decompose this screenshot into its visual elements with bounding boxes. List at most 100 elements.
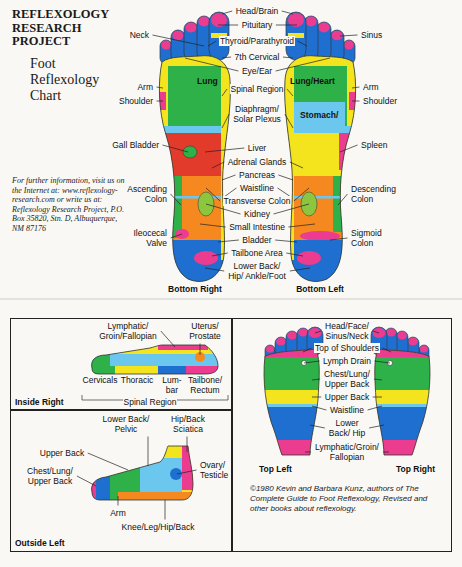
sole-foot-left bbox=[285, 56, 356, 282]
leader-line bbox=[212, 253, 228, 256]
leader-line bbox=[222, 57, 231, 58]
reflex-zone bbox=[88, 440, 110, 505]
toe bbox=[298, 329, 308, 337]
part-label: Head/Face/ Sinus/Neck bbox=[324, 321, 371, 341]
toe bbox=[373, 328, 386, 338]
leader-line bbox=[303, 348, 312, 352]
sole-foot-left bbox=[270, 12, 375, 300]
reflex-zone bbox=[88, 340, 223, 354]
part-label: Tailbone/ Rectum bbox=[186, 375, 223, 395]
reflex-zone bbox=[140, 458, 182, 492]
leader-line bbox=[171, 194, 182, 205]
toe bbox=[309, 328, 322, 338]
reflex-zone bbox=[194, 251, 218, 265]
leader-line bbox=[312, 379, 320, 380]
view-label: Top Right bbox=[395, 464, 436, 474]
part-label: Sigmoid Colon bbox=[350, 228, 384, 248]
part-label: Gall Bladder bbox=[111, 140, 160, 150]
part-label: Ovary/ Testicle bbox=[199, 460, 230, 480]
part-label: Head/Brain bbox=[235, 6, 280, 16]
outside-foot bbox=[92, 446, 193, 500]
leader-line bbox=[157, 101, 164, 102]
leader-line bbox=[298, 41, 307, 46]
toe bbox=[386, 329, 396, 337]
part-label: Small Intestine bbox=[228, 222, 286, 232]
part-label: Arm bbox=[136, 82, 154, 92]
part-label: Arm bbox=[362, 82, 380, 92]
reflex-zone bbox=[88, 340, 223, 380]
part-label: Transverse Colon bbox=[223, 196, 292, 206]
card-ground bbox=[0, 300, 462, 567]
part-label: Lower Back/ Pelvic bbox=[101, 414, 150, 434]
leader-line bbox=[294, 188, 309, 201]
leader-line bbox=[275, 240, 297, 242]
chart-title: REFLEXOLOGY RESEARCH PROJECT bbox=[12, 8, 110, 49]
toe bbox=[397, 332, 407, 340]
chart-subtitle: Foot Reflexology Chart bbox=[30, 56, 100, 104]
leader-line bbox=[187, 437, 188, 453]
sole-foot-right bbox=[159, 56, 230, 282]
leader-line bbox=[373, 397, 382, 398]
part-label: Ileocecal Valve bbox=[131, 228, 168, 248]
part-label: Knee/Leg/Hip/Back bbox=[121, 522, 196, 532]
view-label: Top Left bbox=[258, 464, 293, 474]
toe bbox=[266, 346, 274, 353]
card-ground bbox=[0, 0, 462, 298]
leader-line bbox=[148, 437, 149, 467]
top-foot-right bbox=[375, 349, 430, 455]
part-label: 7th Cervical bbox=[234, 52, 281, 62]
reflex-zone bbox=[170, 468, 182, 480]
part-label: Cervicals bbox=[82, 375, 119, 385]
part-label: Spleen bbox=[360, 140, 388, 150]
reflex-zone bbox=[270, 126, 375, 133]
leader-line bbox=[77, 476, 96, 486]
leader-line bbox=[312, 397, 321, 398]
leader-line bbox=[165, 500, 166, 520]
leader-line bbox=[185, 58, 238, 71]
leader-line bbox=[206, 188, 220, 201]
card-ground bbox=[0, 299, 462, 300]
view-label: Bottom Left bbox=[295, 284, 345, 294]
toe bbox=[344, 41, 354, 50]
reflex-zone bbox=[182, 440, 196, 490]
leader-line bbox=[288, 224, 315, 227]
leader-line bbox=[118, 496, 119, 506]
leader-line bbox=[218, 240, 239, 242]
part-label: Hip/Back Sciatica bbox=[169, 414, 206, 434]
toe bbox=[184, 22, 198, 60]
zone-label: Lung bbox=[197, 76, 218, 86]
part-label: Shoulder bbox=[362, 96, 398, 106]
toe bbox=[185, 23, 196, 33]
leader-line bbox=[352, 87, 360, 88]
part-label: Lymphatic/Groin/ Fallopian bbox=[314, 442, 381, 462]
leader-line bbox=[352, 101, 360, 102]
leader-line bbox=[287, 89, 293, 96]
part-label: Bladder bbox=[241, 235, 272, 245]
part-label: Descending Colon bbox=[350, 184, 398, 204]
inside-foot bbox=[92, 345, 218, 374]
copyright-note: ©1980 Kevin and Barbara Kunz, authors of… bbox=[250, 484, 444, 514]
leader-line bbox=[171, 234, 183, 238]
toe bbox=[172, 31, 183, 41]
part-label: Chest/Lung/ Upper Back bbox=[323, 369, 372, 389]
leader-line bbox=[315, 331, 321, 333]
reflex-zone bbox=[118, 492, 198, 504]
part-label: Lower Back/ Hip bbox=[327, 418, 366, 438]
zone-label: Lung/Heart bbox=[290, 76, 335, 86]
leader-line bbox=[212, 162, 224, 168]
leader-line bbox=[222, 175, 236, 180]
leader-line bbox=[200, 344, 201, 356]
part-label: Waistline bbox=[239, 183, 275, 193]
toe bbox=[408, 338, 418, 346]
leader-line bbox=[304, 361, 320, 363]
leader-line bbox=[312, 406, 326, 410]
reflex-zone bbox=[140, 126, 245, 133]
bracket-label: Spinal Region bbox=[123, 397, 178, 407]
part-label: Adrenal Glands bbox=[227, 157, 288, 167]
toe bbox=[305, 17, 316, 27]
reflex-zone bbox=[183, 146, 197, 158]
part-label: Lum- bar bbox=[161, 375, 183, 395]
part-label: Waistline bbox=[329, 405, 365, 415]
